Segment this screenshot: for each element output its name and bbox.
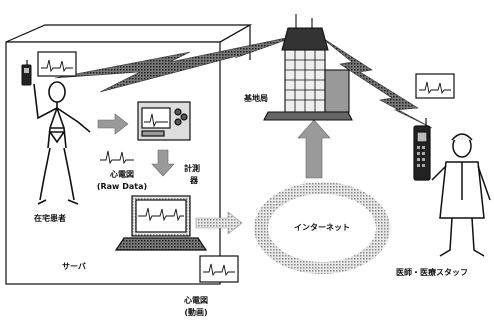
ecg-window-doctor	[416, 74, 454, 98]
ecg-window-patient	[38, 52, 76, 76]
ecg-window-video	[200, 256, 238, 282]
base-station-tower	[264, 14, 352, 120]
label-home-patient: 在宅患者	[34, 214, 66, 224]
label-meter-line1: 計測	[184, 164, 200, 174]
label-base-station: 基地局	[244, 94, 268, 104]
label-meter-line2: 器	[190, 176, 198, 186]
label-ecg-video-line2: (動画)	[176, 308, 216, 318]
doctor-phone	[414, 118, 430, 180]
doctor-figure	[432, 134, 490, 256]
measuring-device	[138, 102, 190, 140]
label-ecg-video-line1: 心電図	[176, 296, 216, 306]
arrow-to-base-station	[298, 120, 330, 178]
label-ecg-raw-line1: 心電図	[100, 170, 144, 180]
label-server: サーバ	[62, 262, 86, 272]
label-ecg-raw-line2: (Raw Data)	[96, 182, 148, 192]
label-internet: インターネット	[282, 223, 362, 233]
label-staff: 医師・医療スタッフ	[396, 268, 468, 278]
